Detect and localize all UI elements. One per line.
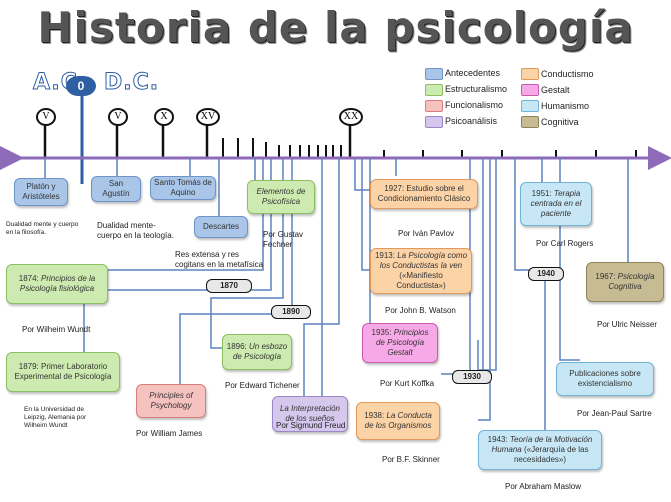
- legend-label-estructuralismo: Estructuralismo: [445, 84, 508, 94]
- rogers-title: Terapia centrada en el paciente: [530, 189, 582, 218]
- wundt1874-title: Principios de la Psicología fisiológica: [19, 274, 96, 293]
- maslow-title: Teoría de la Motivación Humana: [491, 435, 593, 454]
- tichener-year: 1896:: [226, 342, 249, 351]
- caption-neisser: Por Ulric Neisser: [597, 320, 658, 329]
- node-neisser-1967: 1967: Psicología Cognitiva: [586, 262, 664, 302]
- wundt1874-year: 1874:: [18, 274, 41, 283]
- caption-james: Por William James: [136, 429, 203, 438]
- node-koffka-1935: 1935: Principios de Psicología Gestalt: [362, 323, 438, 363]
- century-marker-xx: XX: [339, 108, 363, 126]
- century-marker-x: X: [154, 108, 174, 126]
- caption-fechner: Por Gustav Fechner: [263, 230, 304, 249]
- legend-label-funcionalismo: Funcionalismo: [445, 100, 504, 110]
- node-sartre: Publicaciones sobre existencialismo: [556, 362, 654, 396]
- century-marker-v-bc: V: [36, 108, 56, 126]
- node-wundt-1874: 1874: Principios de la Psicología fisiol…: [6, 264, 108, 304]
- year-badge-1890: 1890: [271, 305, 311, 319]
- node-rogers-1951: 1951: Terapia centrada en el paciente: [520, 182, 592, 226]
- neisser-title: Psicología Cognitiva: [608, 272, 655, 291]
- legend-label-gestalt: Gestalt: [541, 85, 570, 95]
- caption-koffka: Por Kurt Koffka: [380, 379, 435, 388]
- year-badge-1930: 1930: [452, 370, 492, 384]
- legend-label-psicoanalisis: Psicoanálisis: [445, 116, 498, 126]
- maslow-year: 1943:: [487, 435, 510, 444]
- caption-watson: Por John B. Watson: [385, 306, 456, 315]
- caption-wundt1874: Por Wilheim Wundt: [22, 325, 91, 334]
- node-watson-1913: 1913: La Psicología como los Conductista…: [370, 248, 472, 294]
- legend-swatch-funcionalismo: [425, 100, 443, 112]
- legend-swatch-antecedentes: [425, 68, 443, 80]
- node-skinner-1938: 1938: La Conducta de los Organismos: [356, 402, 440, 440]
- node-san-agustin: San Agustín: [91, 176, 141, 202]
- rogers-year: 1951:: [531, 189, 554, 198]
- node-santo-tomas: Santo Tomás de Aquino: [150, 176, 216, 200]
- legend-label-antecedentes: Antecedentes: [445, 68, 501, 78]
- node-descartes: Descartes: [194, 216, 248, 238]
- node-platon-aristoteles: Platón y Aristóteles: [14, 178, 68, 206]
- caption-freud: Por Sigmund Freud: [276, 421, 346, 430]
- legend-swatch-cognitiva: [521, 116, 539, 128]
- watson-title: La Psicología como los Conductistas la v…: [379, 251, 468, 270]
- node-principles-psychology: Principles of Psychology: [136, 384, 206, 418]
- page-title: Historia de la psicología: [37, 3, 634, 52]
- caption-maslow: Por Abraham Maslow: [505, 482, 582, 491]
- caption-wundt1879: En la Universidad de Leipzig, Alemania p…: [24, 406, 87, 429]
- node-wundt-1879: 1879: Primer Laboratorio Experimental de…: [6, 352, 120, 392]
- era-dc-label: D.C.: [103, 70, 160, 96]
- legend-label-humanismo: Humanismo: [541, 101, 590, 111]
- year-badge-1870: 1870: [206, 279, 252, 293]
- caption-skinner: Por B.F. Skinner: [382, 455, 440, 464]
- node-tichener-1896: 1896: Un esbozo de Psicología: [222, 334, 292, 370]
- legend-swatch-psicoanalisis: [425, 116, 443, 128]
- neisser-year: 1967:: [595, 272, 618, 281]
- century-marker-v-ad: V: [108, 108, 128, 126]
- era-zero-badge: 0: [66, 76, 96, 96]
- koffka-title: Principios de Psicología Gestalt: [375, 328, 429, 357]
- legend-label-cognitiva: Cognitiva: [541, 117, 579, 127]
- caption-pavlov: Por Iván Pavlov: [398, 229, 455, 238]
- legend-swatch-estructuralismo: [425, 84, 443, 96]
- watson-subtitle: («Manifiesto Conductista»): [396, 271, 446, 290]
- koffka-year: 1935:: [371, 328, 394, 337]
- legend: Antecedentes Conductismo Estructuralismo…: [425, 68, 635, 128]
- skinner-title: La Conducta de los Organismos: [364, 411, 432, 430]
- caption-tichener: Por Edward Tichener: [225, 381, 300, 390]
- legend-swatch-gestalt: [521, 84, 539, 96]
- node-pavlov-1927: 1927: Estudio sobre el Condicionamiento …: [370, 179, 478, 209]
- node-elementos-psicofisica: Elementos de Psicofísica: [247, 180, 315, 214]
- maslow-subtitle: («Jerarquía de las necesidades»): [513, 445, 589, 464]
- legend-swatch-conductismo: [521, 68, 539, 80]
- caption-sartre: Por Jean-Paul Sartre: [577, 409, 652, 418]
- legend-swatch-humanismo: [521, 100, 539, 112]
- caption-rogers: Por Carl Rogers: [536, 239, 594, 248]
- node-maslow-1943: 1943: Teoría de la Motivación Humana («J…: [478, 430, 602, 470]
- caption-descartes: Res extensa y res cogitans en la metafís…: [175, 250, 264, 269]
- caption-agustin: Dualidad mente-cuerpo en la teología.: [97, 221, 174, 240]
- node-interpretacion-suenos: La Interpretación de los sueños: [272, 396, 348, 432]
- tichener-title: Un esbozo de Psicología: [232, 342, 288, 361]
- year-badge-1940: 1940: [528, 267, 564, 281]
- legend-label-conductismo: Conductismo: [541, 69, 594, 79]
- skinner-year: 1938:: [364, 411, 387, 420]
- century-marker-xv: XV: [196, 108, 220, 126]
- watson-year: 1913:: [374, 251, 398, 260]
- caption-platon: Dualidad mente y cuerpo en la filosofía.: [6, 221, 79, 236]
